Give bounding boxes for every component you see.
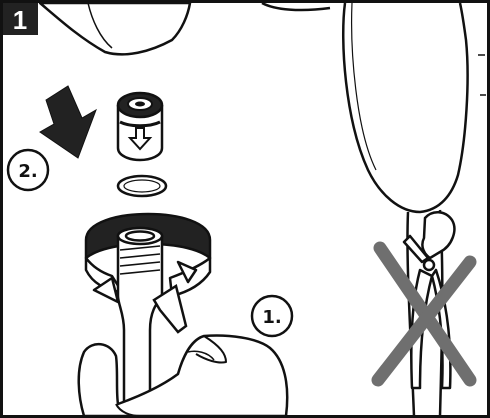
step-2-label: 2. bbox=[18, 161, 37, 182]
aerator-icon bbox=[118, 93, 162, 160]
panel-number: 1 bbox=[13, 5, 27, 35]
step-1-label: 1. bbox=[262, 307, 281, 328]
